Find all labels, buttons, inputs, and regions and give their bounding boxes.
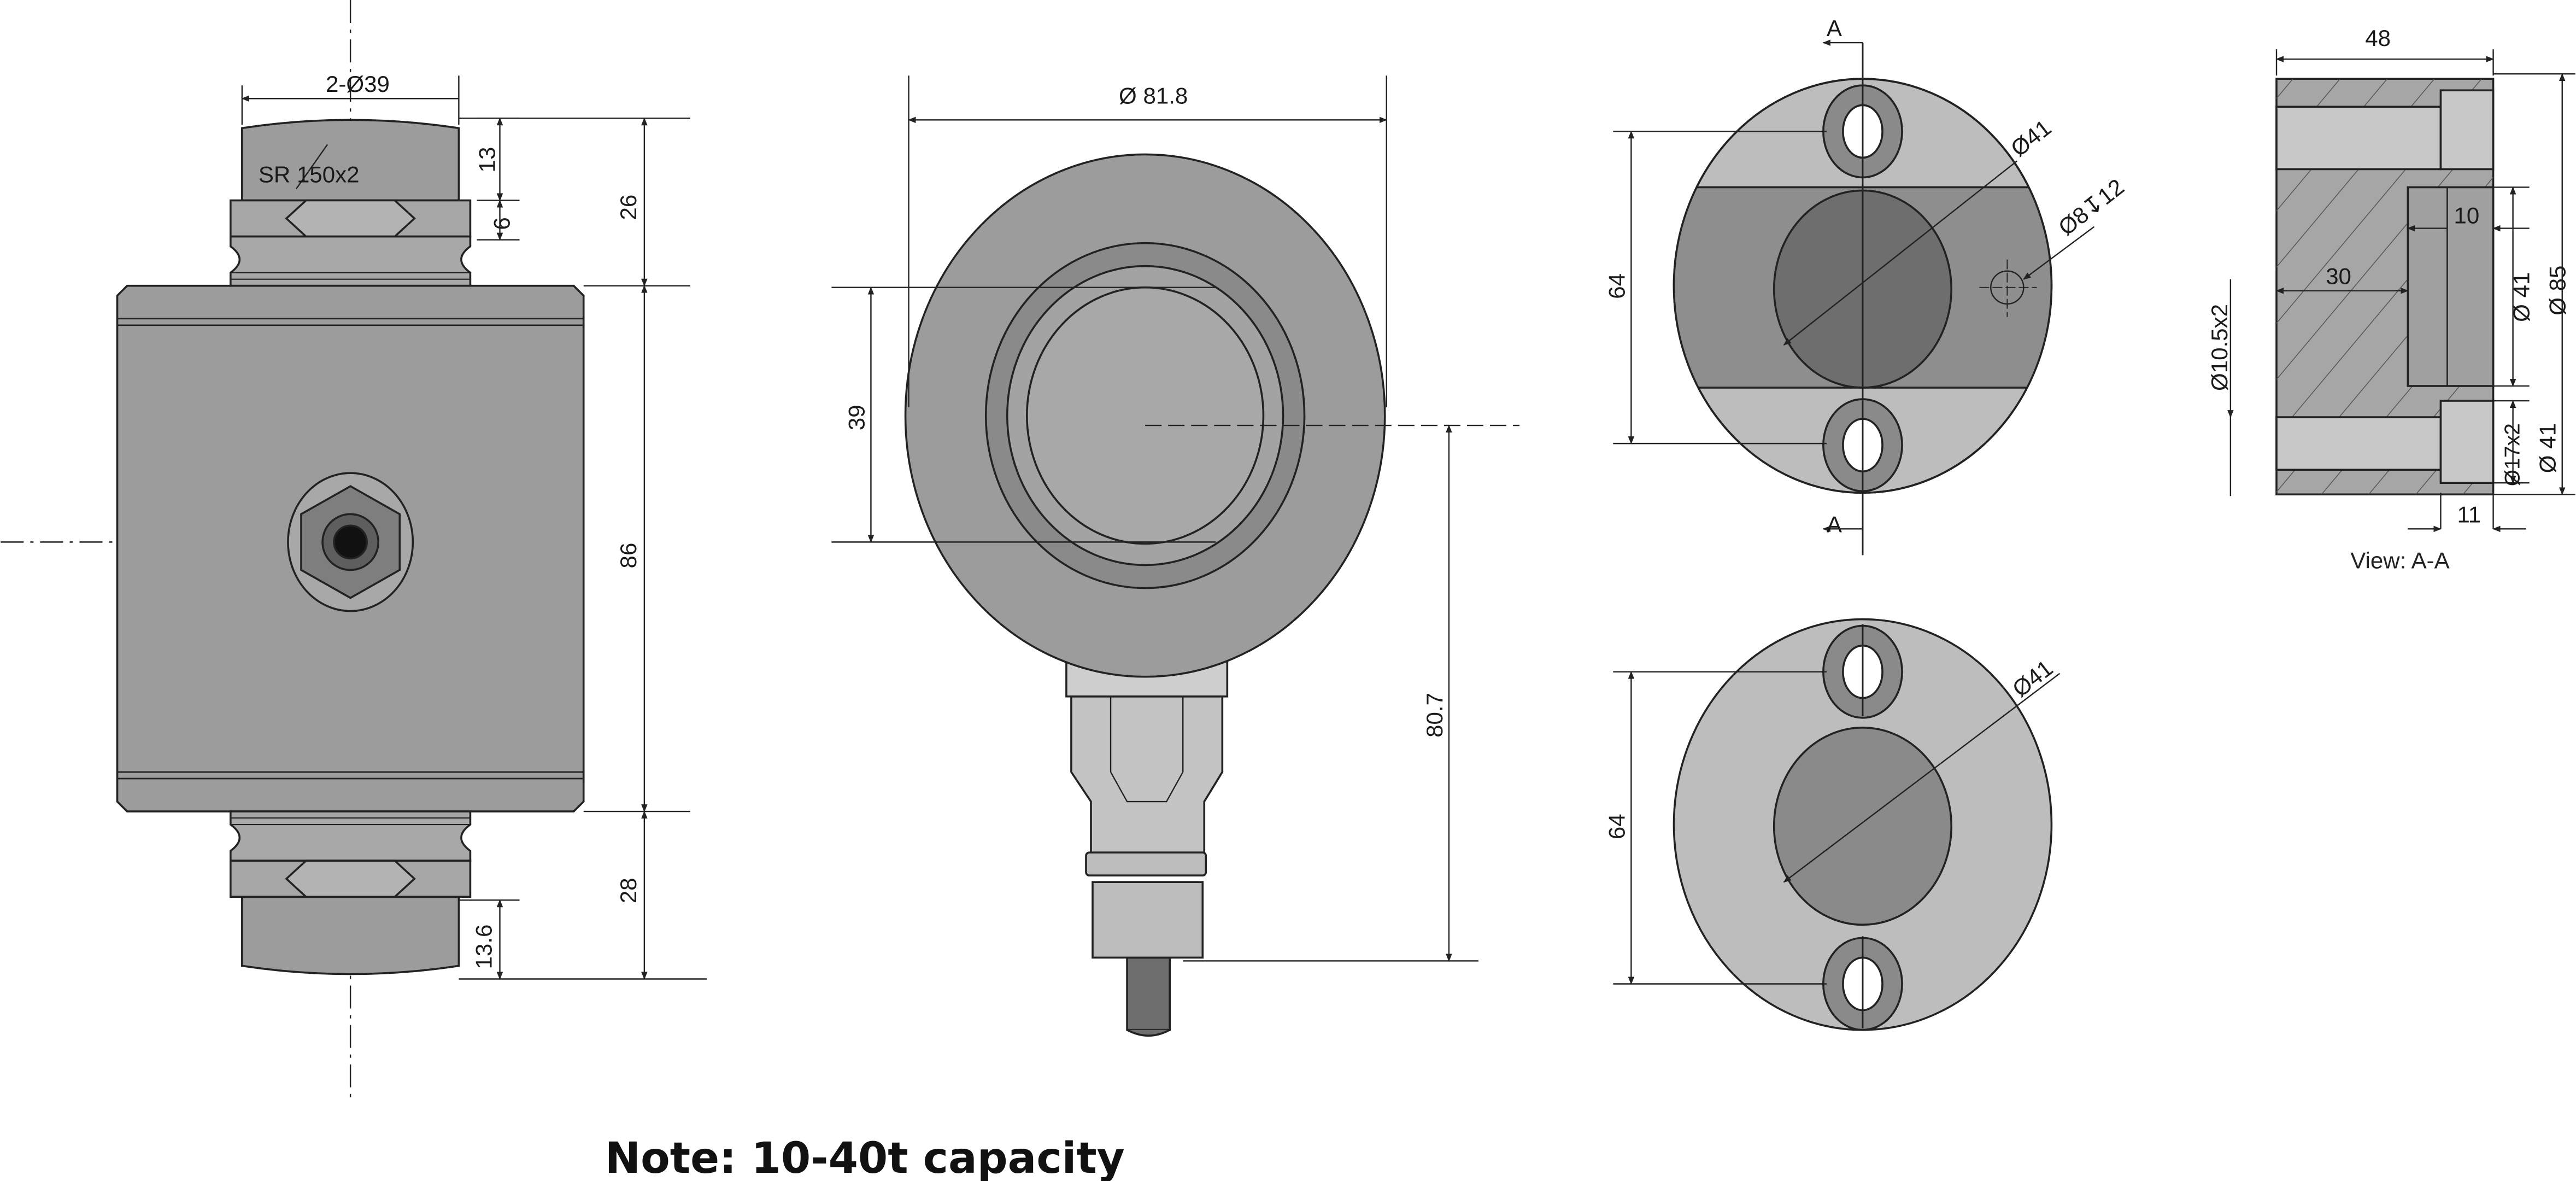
top-nut-hex: [285, 199, 416, 238]
section-a-bottom: A: [1827, 511, 1842, 537]
section-lower-bore: [2275, 416, 2442, 471]
mount-plate-bottom: [1673, 618, 2053, 1031]
section-center-recess: [2407, 186, 2495, 387]
dim-10-5x2: Ø10.5x2: [2207, 304, 2232, 391]
connector-hole: [333, 524, 368, 560]
dim-41a: Ø 41: [2509, 272, 2534, 322]
dim-80-7: 80.7: [1422, 693, 1447, 738]
dim-39: 39: [843, 405, 869, 430]
bottom-nut-hex: [285, 860, 416, 898]
dim-top-64: 64: [1604, 273, 1629, 299]
dim-sr150x2: SR 150x2: [259, 161, 360, 187]
top-neck: [230, 235, 472, 287]
dim-6: 6: [489, 217, 515, 230]
dim-top-41: Ø41: [2006, 115, 2056, 162]
dim-m8x12: Ø8↧12: [2053, 174, 2129, 241]
dim-10: 10: [2454, 203, 2479, 229]
dim-81-8: Ø 81.8: [1119, 83, 1188, 108]
dim-30: 30: [2326, 264, 2351, 289]
section-a-top: A: [1827, 15, 1842, 41]
bottom-neck: [230, 810, 472, 862]
front-view-dimensions: [831, 75, 1520, 962]
dim-48: 48: [2365, 25, 2391, 51]
top-cap: [241, 119, 460, 202]
side-view: [1, 0, 585, 1097]
mount-plate-top: [1673, 43, 2053, 556]
dim-41b: Ø 41: [2535, 423, 2561, 473]
dim-17x2: Ø17x2: [2501, 423, 2525, 486]
front-view: [904, 153, 1386, 1037]
section-upper-counterbore: [2439, 89, 2495, 171]
gland-ring: [1085, 851, 1207, 877]
dim-86: 86: [615, 543, 641, 569]
section-view: [2275, 78, 2495, 496]
cable: [1126, 956, 1171, 1031]
dim-28: 28: [615, 878, 641, 904]
gland-body: [1070, 695, 1224, 853]
dim-bottom-41: Ø41: [2008, 655, 2058, 702]
dim-85: Ø 85: [2545, 266, 2571, 315]
dim-bottom-64: 64: [1604, 814, 1629, 839]
dim-13: 13: [474, 147, 500, 173]
capacity-note: Note: 10-40t capacity: [605, 1134, 1125, 1181]
front-face: [1026, 286, 1265, 545]
side-view-dimensions: [241, 75, 707, 980]
dim-13-6: 13.6: [471, 925, 496, 969]
dim-2x39: 2-Ø39: [326, 71, 390, 97]
view-label: View: A-A: [2350, 547, 2450, 573]
section-upper-bore: [2275, 106, 2442, 171]
dim-11: 11: [2457, 501, 2481, 527]
section-lower-counterbore: [2439, 400, 2495, 484]
bottom-cap: [241, 896, 460, 975]
dim-26: 26: [615, 195, 641, 220]
mount-bottom-dimensions: [1613, 671, 2061, 985]
mount-bottom-center: [1773, 727, 1952, 926]
section-view-dimensions: [2227, 49, 2575, 533]
mount-top-dimensions: [1613, 39, 2095, 533]
gland-sleeve: [1092, 881, 1204, 959]
